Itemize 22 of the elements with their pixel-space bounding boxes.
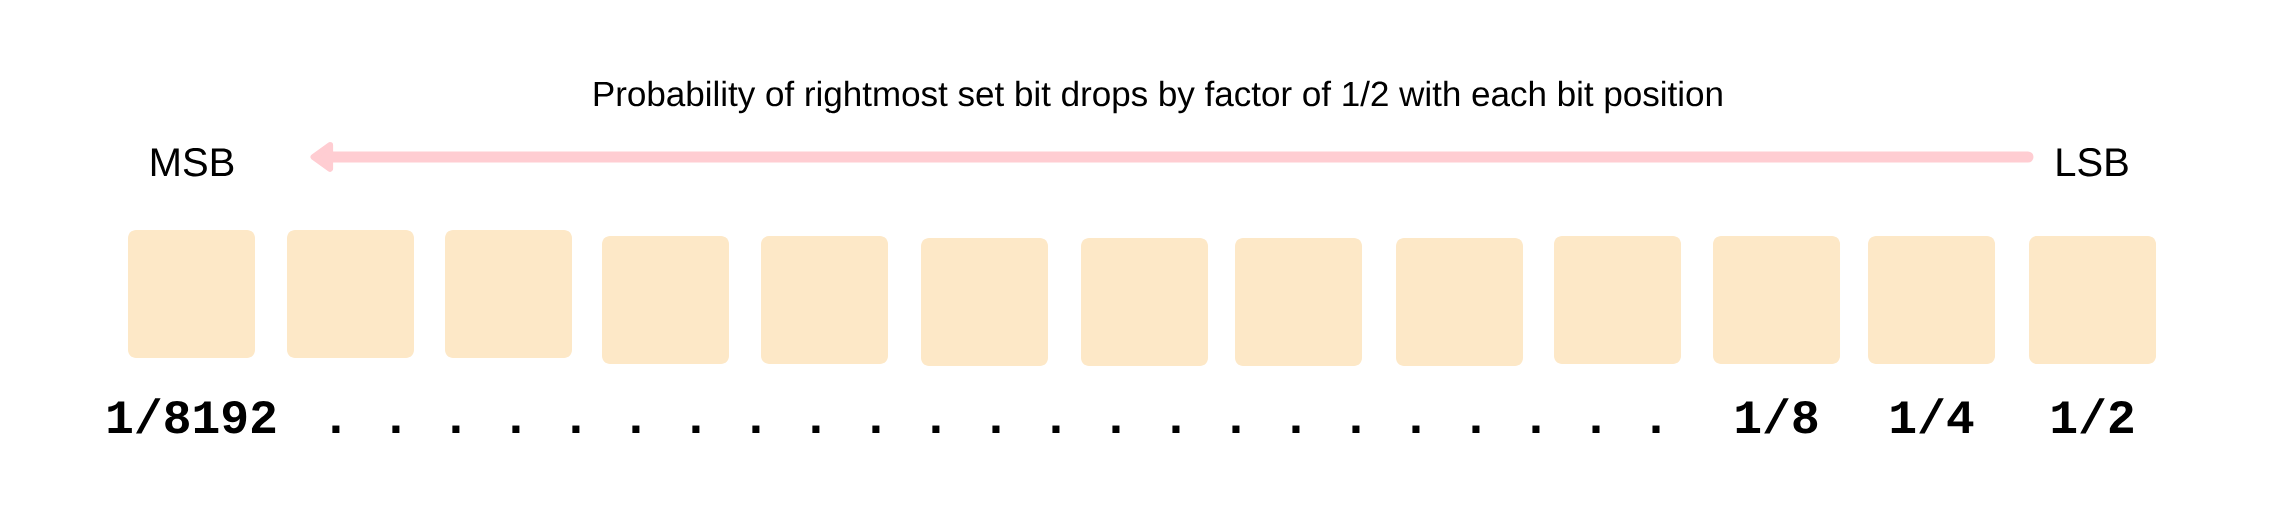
probability-label: 1/8192 bbox=[108, 398, 276, 434]
bit-box bbox=[602, 236, 729, 364]
bit-box bbox=[2029, 236, 2157, 364]
bit-box bbox=[1396, 238, 1523, 366]
ellipsis-dots: . . . . . . . . . . . . . . . . . . . . . . . bbox=[332, 425, 1660, 433]
bit-box bbox=[761, 236, 888, 364]
bit-box bbox=[445, 230, 572, 358]
end-label: MSB bbox=[151, 148, 234, 177]
probability-label: 1/4 bbox=[1891, 398, 1974, 434]
probability-label: 1/2 bbox=[2052, 398, 2133, 434]
bit-box bbox=[1554, 236, 1681, 364]
bit-box bbox=[1713, 236, 1840, 364]
arrow bbox=[310, 142, 2034, 172]
probability-label: 1/8 bbox=[1736, 398, 1818, 434]
bit-box bbox=[128, 230, 255, 358]
bit-box bbox=[1868, 236, 1996, 364]
bit-box bbox=[921, 238, 1048, 366]
title: Probability of rightmost set bit drops by factor of 1/2 with each bit position bbox=[594, 80, 1722, 114]
bit-box bbox=[1081, 238, 1208, 366]
end-label: LSB bbox=[2057, 148, 2128, 177]
bit-box bbox=[287, 230, 414, 358]
bit-box bbox=[1235, 238, 1362, 366]
